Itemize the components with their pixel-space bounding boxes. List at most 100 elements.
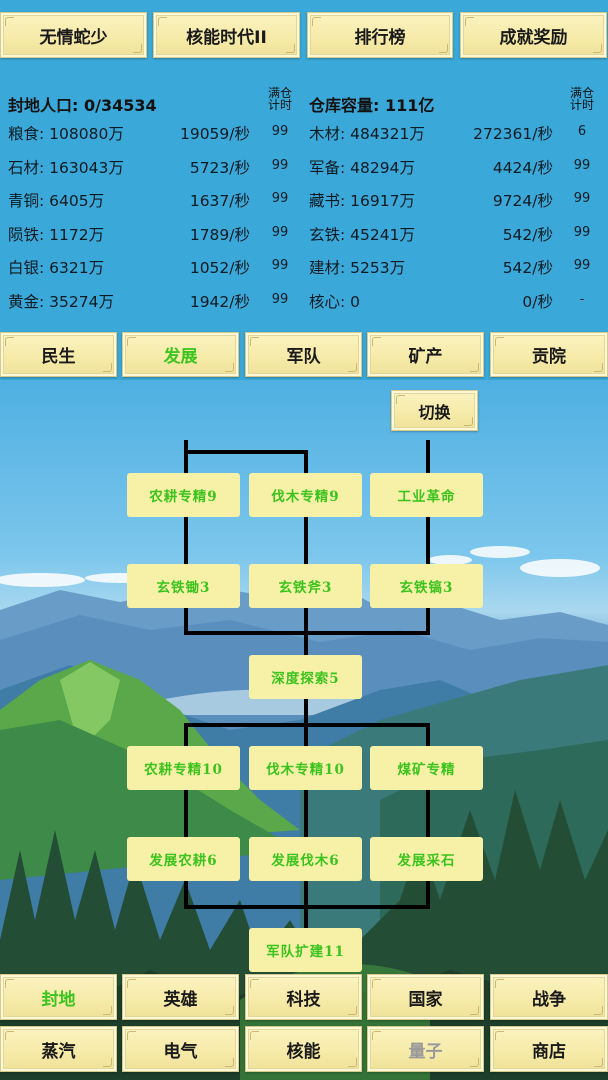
- tab-development[interactable]: 发展: [122, 332, 239, 377]
- nav-nuclear[interactable]: 核能: [245, 1026, 362, 1072]
- resource-rate: 1789/秒: [189, 226, 250, 244]
- resource-amount: 核心: 0: [309, 293, 361, 311]
- resource-timer: 99: [573, 258, 591, 273]
- nav-technology[interactable]: 科技: [245, 974, 362, 1020]
- resource-amount: 藏书: 16917万: [309, 192, 415, 210]
- resource-rate: 542/秒: [502, 259, 553, 277]
- resource-row-gold: 黄金: 35274万 1942/秒 99: [0, 290, 304, 314]
- resource-rate: 1637/秒: [189, 192, 250, 210]
- resource-rate: 1052/秒: [189, 259, 250, 277]
- resource-row-stone: 石材: 163043万 5723/秒 99: [0, 156, 304, 180]
- nav-nation[interactable]: 国家: [367, 974, 484, 1020]
- player-name-button[interactable]: 无情蛇少: [0, 12, 147, 58]
- resource-amount: 白银: 6321万: [8, 259, 105, 277]
- resource-rate: 1942/秒: [189, 293, 250, 311]
- timer-header-line2: 计时: [569, 98, 594, 112]
- resource-column-left: 封地人口: 0/34534 满仓 计时 粮食: 108080万 19059/秒 …: [0, 84, 304, 320]
- resource-rate: 0/秒: [522, 293, 553, 311]
- resource-stats-panel: 封地人口: 0/34534 满仓 计时 粮食: 108080万 19059/秒 …: [0, 84, 608, 320]
- leaderboard-button[interactable]: 排行榜: [307, 12, 453, 58]
- resource-row-wood: 木材: 484321万 272361/秒 6: [304, 122, 608, 146]
- tech-node-develop-logging-6[interactable]: 发展伐木6: [249, 837, 362, 881]
- nav-electric[interactable]: 电气: [122, 1026, 239, 1072]
- switch-button[interactable]: 切换: [391, 390, 478, 431]
- tab-mining[interactable]: 矿产: [367, 332, 484, 377]
- connector-line: [184, 905, 430, 909]
- tech-node-army-expansion-11[interactable]: 军队扩建11: [249, 928, 362, 972]
- connector-line: [184, 450, 308, 454]
- resource-row-grain: 粮食: 108080万 19059/秒 99: [0, 122, 304, 146]
- connector-line: [184, 723, 430, 727]
- resource-row-silver: 白银: 6321万 1052/秒 99: [0, 256, 304, 280]
- tab-livelihood[interactable]: 民生: [0, 332, 117, 377]
- resource-timer: 6: [577, 124, 587, 139]
- tech-node-dark-iron-hoe-3[interactable]: 玄铁锄3: [127, 564, 240, 608]
- tech-node-dark-iron-axe-3[interactable]: 玄铁斧3: [249, 564, 362, 608]
- resource-amount: 粮食: 108080万: [8, 125, 124, 143]
- tab-academy[interactable]: 贡院: [490, 332, 608, 377]
- resource-column-right: 仓库容量: 111亿 满仓 计时 木材: 484321万 272361/秒 6 …: [304, 84, 608, 320]
- full-storage-timer-header: 满仓 计时: [569, 87, 595, 111]
- resource-row-armament: 军备: 48294万 4424/秒 99: [304, 156, 608, 180]
- resource-timer: -: [579, 292, 585, 307]
- resource-rate: 9724/秒: [492, 192, 553, 210]
- tech-node-logging-mastery-9[interactable]: 伐木专精9: [249, 473, 362, 517]
- resource-timer: 99: [271, 191, 289, 206]
- tech-node-develop-farming-6[interactable]: 发展农耕6: [127, 837, 240, 881]
- resource-rate: 542/秒: [502, 226, 553, 244]
- resource-rate: 272361/秒: [473, 125, 553, 143]
- connector-line: [426, 440, 430, 635]
- resource-amount: 石材: 163043万: [8, 159, 124, 177]
- nav-shop[interactable]: 商店: [490, 1026, 608, 1072]
- header-background: [0, 0, 608, 380]
- nav-quantum[interactable]: 量子: [367, 1026, 484, 1072]
- resource-timer: 99: [271, 124, 289, 139]
- connector-line: [184, 631, 430, 635]
- resource-row-books: 藏书: 16917万 9724/秒 99: [304, 189, 608, 213]
- resource-row-bronze: 青铜: 6405万 1637/秒 99: [0, 189, 304, 213]
- achievement-rewards-button[interactable]: 成就奖励: [460, 12, 607, 58]
- population-label: 封地人口: 0/34534: [8, 96, 157, 115]
- resource-row-meteoric-iron: 陨铁: 1172万 1789/秒 99: [0, 223, 304, 247]
- tech-node-develop-quarrying[interactable]: 发展采石: [370, 837, 483, 881]
- connector-line: [184, 723, 188, 909]
- tech-node-deep-exploration-5[interactable]: 深度探索5: [249, 655, 362, 699]
- full-storage-timer-header: 满仓 计时: [267, 87, 293, 111]
- resource-amount: 青铜: 6405万: [8, 192, 105, 210]
- resource-timer: 99: [573, 191, 591, 206]
- nav-heroes[interactable]: 英雄: [122, 974, 239, 1020]
- timer-header-line1: 满仓: [569, 86, 594, 100]
- resource-rate: 4424/秒: [492, 159, 553, 177]
- tech-node-logging-mastery-10[interactable]: 伐木专精10: [249, 746, 362, 790]
- tech-node-industrial-revolution[interactable]: 工业革命: [370, 473, 483, 517]
- nav-war[interactable]: 战争: [490, 974, 608, 1020]
- connector-line: [184, 440, 188, 635]
- storage-capacity-label: 仓库容量: 111亿: [309, 96, 435, 115]
- tech-node-dark-iron-pickaxe-3[interactable]: 玄铁镐3: [370, 564, 483, 608]
- resource-row-core: 核心: 0 0/秒 -: [304, 290, 608, 314]
- nav-steam[interactable]: 蒸汽: [0, 1026, 117, 1072]
- resource-amount: 玄铁: 45241万: [309, 226, 415, 244]
- connector-line: [426, 723, 430, 909]
- resource-timer: 99: [271, 225, 289, 240]
- timer-header-line1: 满仓: [267, 86, 292, 100]
- tech-node-farming-mastery-10[interactable]: 农耕专精10: [127, 746, 240, 790]
- resource-amount: 木材: 484321万: [309, 125, 425, 143]
- resource-timer: 99: [271, 258, 289, 273]
- tech-node-farming-mastery-9[interactable]: 农耕专精9: [127, 473, 240, 517]
- resource-timer: 99: [271, 292, 289, 307]
- resource-amount: 陨铁: 1172万: [8, 226, 105, 244]
- era-button[interactable]: 核能时代II: [153, 12, 300, 58]
- tech-node-coal-mastery[interactable]: 煤矿专精: [370, 746, 483, 790]
- resource-timer: 99: [573, 225, 591, 240]
- resource-timer: 99: [573, 158, 591, 173]
- timer-header-line2: 计时: [267, 98, 292, 112]
- resource-timer: 99: [271, 158, 289, 173]
- resource-rate: 19059/秒: [179, 125, 250, 143]
- resource-row-building-material: 建材: 5253万 542/秒 99: [304, 256, 608, 280]
- tab-army[interactable]: 军队: [245, 332, 362, 377]
- resource-row-dark-iron: 玄铁: 45241万 542/秒 99: [304, 223, 608, 247]
- resource-amount: 建材: 5253万: [309, 259, 406, 277]
- nav-fief[interactable]: 封地: [0, 974, 117, 1020]
- resource-amount: 黄金: 35274万: [8, 293, 114, 311]
